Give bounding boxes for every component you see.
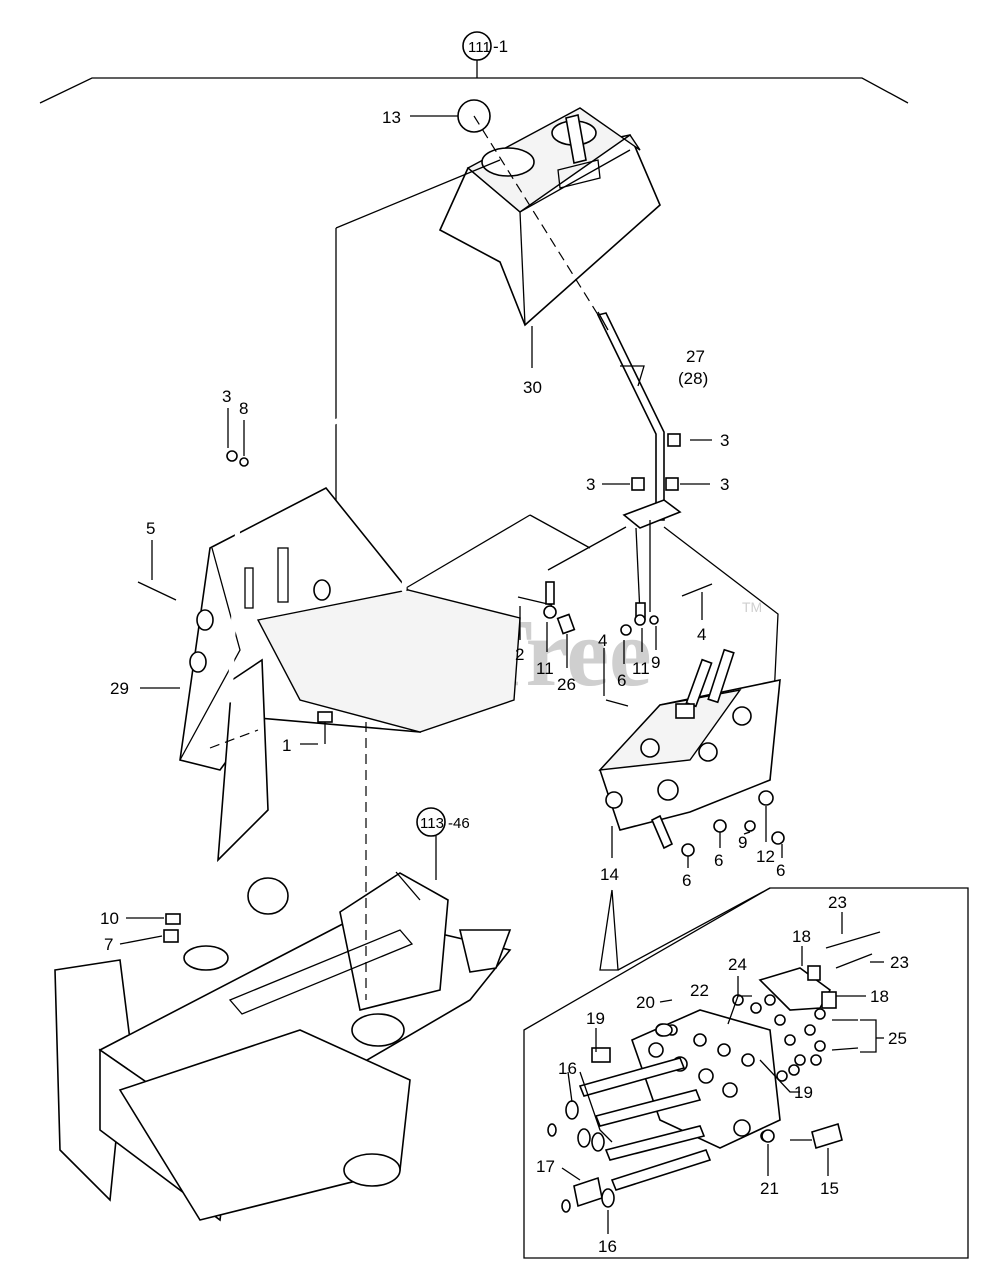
sub-reference-number: 113 — [420, 815, 444, 832]
callout-9[interactable]: 9 — [738, 833, 747, 852]
callout-6[interactable]: 6 — [714, 851, 723, 870]
callout-4[interactable]: 4 — [598, 631, 607, 650]
watermark-tm: TM — [742, 599, 762, 615]
valve-hardware — [137, 450, 785, 943]
callouts: 13 30 27 (28) 3 8 3 3 3 5 2 11 26 4 6 11… — [100, 108, 909, 1256]
callout-24[interactable]: 24 — [728, 955, 747, 974]
lever-base-plate — [622, 433, 682, 615]
callout-14[interactable]: 14 — [600, 865, 619, 884]
callout-20[interactable]: 20 — [636, 993, 655, 1012]
callout-28[interactable]: (28) — [678, 369, 708, 388]
sub-reference-suffix: -46 — [448, 815, 470, 832]
callout-11[interactable]: 11 — [536, 659, 554, 678]
callout-3[interactable]: 3 — [720, 431, 729, 450]
callout-25[interactable]: 25 — [888, 1029, 907, 1048]
callout-15[interactable]: 15 — [820, 1179, 839, 1198]
callout-6[interactable]: 6 — [617, 671, 626, 690]
callout-16[interactable]: 16 — [558, 1059, 577, 1078]
callout-7[interactable]: 7 — [104, 935, 113, 954]
callout-3[interactable]: 3 — [586, 475, 595, 494]
callout-3[interactable]: 3 — [222, 387, 231, 406]
callout-17[interactable]: 17 — [536, 1157, 555, 1176]
callout-13[interactable]: 13 — [382, 108, 401, 127]
callout-8[interactable]: 8 — [239, 399, 248, 418]
callout-4[interactable]: 4 — [697, 625, 706, 644]
callout-21[interactable]: 21 — [760, 1179, 779, 1198]
callout-23[interactable]: 23 — [828, 893, 847, 912]
callout-5[interactable]: 5 — [146, 519, 155, 538]
header-reference[interactable]: 111 -1 — [39, 31, 909, 104]
callout-11[interactable]: 11 — [632, 659, 650, 678]
callout-26[interactable]: 26 — [557, 675, 576, 694]
callout-1[interactable]: 1 — [282, 736, 291, 755]
callout-23[interactable]: 23 — [890, 953, 909, 972]
callout-16[interactable]: 16 — [598, 1237, 617, 1256]
leader-lines — [119, 115, 884, 1234]
sub-reference[interactable]: 113 -46 — [416, 807, 470, 880]
header-bracket — [39, 77, 909, 104]
callout-27[interactable]: 27 — [686, 347, 705, 366]
callout-2[interactable]: 2 — [515, 645, 524, 664]
callout-9[interactable]: 9 — [651, 653, 660, 672]
control-valve — [598, 648, 781, 850]
callout-12[interactable]: 12 — [756, 847, 775, 866]
valve-detail-box — [523, 887, 969, 1259]
seat-frame — [179, 394, 521, 863]
reference-number: 111 — [468, 39, 491, 56]
sub-reference-circle — [416, 807, 446, 837]
callout-19[interactable]: 19 — [586, 1009, 605, 1028]
lever-cover — [438, 107, 661, 327]
base-frame — [54, 722, 512, 1222]
reference-suffix: -1 — [493, 37, 508, 56]
callout-29[interactable]: 29 — [110, 679, 129, 698]
callout-6[interactable]: 6 — [682, 871, 691, 890]
callout-30[interactable]: 30 — [523, 378, 542, 397]
callout-18[interactable]: 18 — [792, 927, 811, 946]
callout-19[interactable]: 19 — [794, 1083, 813, 1102]
control-lever — [596, 311, 665, 521]
callout-10[interactable]: 10 — [100, 909, 119, 928]
callout-6[interactable]: 6 — [776, 861, 785, 880]
callout-22[interactable]: 22 — [690, 981, 709, 1000]
callout-3[interactable]: 3 — [720, 475, 729, 494]
callout-18[interactable]: 18 — [870, 987, 889, 1006]
